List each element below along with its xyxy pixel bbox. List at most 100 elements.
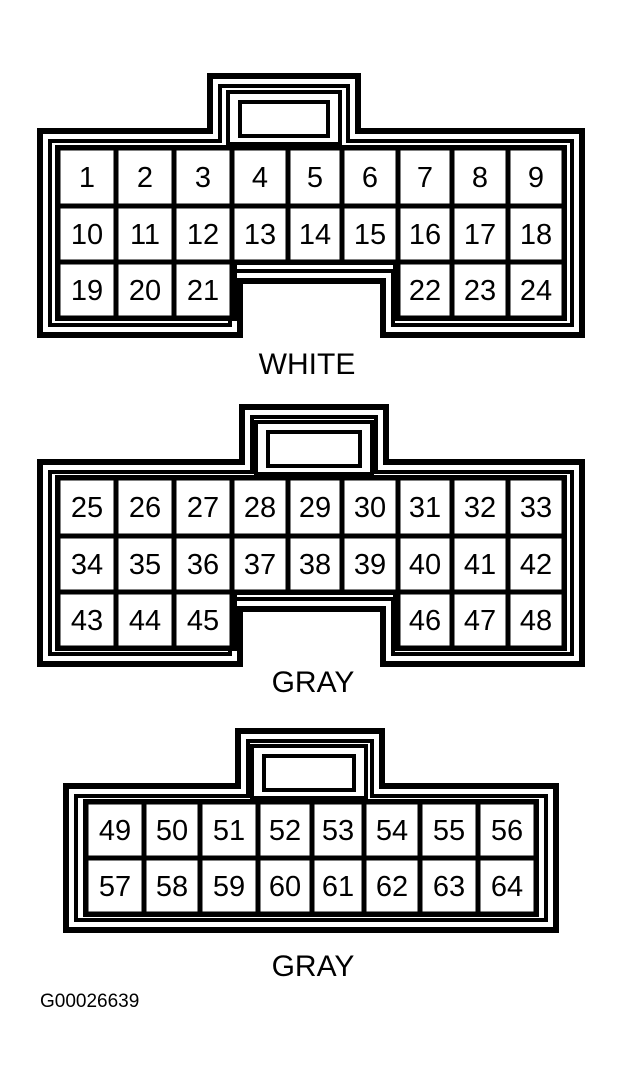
pin-number: 36 — [187, 549, 219, 581]
pin-number: 8 — [472, 162, 488, 194]
pin-number: 59 — [213, 871, 245, 903]
pin-number: 52 — [269, 815, 301, 847]
pin-cell — [113, 259, 177, 321]
pin-number: 15 — [354, 219, 386, 251]
connector-housing — [37, 73, 585, 338]
pin-cell — [113, 145, 177, 209]
pin-cell — [141, 799, 203, 861]
pin-number: 37 — [244, 549, 276, 581]
pin-number: 51 — [213, 815, 245, 847]
pin-number: 32 — [464, 492, 496, 524]
pin-number: 25 — [71, 492, 103, 524]
connector-housing — [63, 728, 559, 933]
pin-number: 54 — [376, 815, 408, 847]
pin-number: 9 — [528, 162, 544, 194]
pin-number: 19 — [71, 275, 103, 307]
connector-color-label: GRAY — [272, 666, 355, 699]
connector-housing — [37, 404, 585, 667]
pin-number: 29 — [299, 492, 331, 524]
pin-number: 1 — [79, 162, 95, 194]
pin-cell — [229, 203, 291, 265]
pin-cell — [505, 145, 567, 209]
pin-cell — [55, 475, 119, 539]
pin-number: 4 — [252, 162, 268, 194]
pin-number: 49 — [99, 815, 131, 847]
pin-number: 14 — [299, 219, 331, 251]
pin-number: 27 — [187, 492, 219, 524]
pin-cell — [55, 533, 119, 595]
pin-cell — [339, 533, 401, 595]
pin-cell — [285, 533, 345, 595]
pin-number: 13 — [244, 219, 276, 251]
pin-cell — [255, 855, 315, 917]
pin-number: 30 — [354, 492, 386, 524]
pin-number: 56 — [491, 815, 523, 847]
pin-number: 44 — [129, 605, 161, 637]
pin-number: 10 — [71, 219, 103, 251]
pin-cell — [171, 589, 235, 651]
connector-color-label: GRAY — [272, 950, 355, 983]
pin-number: 11 — [130, 219, 160, 251]
pin-number: 21 — [187, 275, 219, 307]
pin-number: 62 — [376, 871, 408, 903]
pin-number: 61 — [322, 871, 354, 903]
pin-number: 41 — [464, 549, 496, 581]
pin-cell — [395, 203, 455, 265]
pin-number: 22 — [409, 275, 441, 307]
pin-cell — [505, 589, 567, 651]
pin-number: 2 — [137, 162, 153, 194]
pin-cell — [285, 203, 345, 265]
pin-number: 5 — [307, 162, 323, 194]
pin-cell — [113, 203, 177, 265]
pin-cell — [229, 475, 291, 539]
pin-number: 45 — [187, 605, 219, 637]
pin-cell — [475, 855, 539, 917]
pin-number: 64 — [491, 871, 523, 903]
pin-number: 55 — [433, 815, 465, 847]
latch-tab — [266, 430, 362, 468]
connector-inner-outline — [48, 84, 574, 327]
pin-number: 24 — [520, 275, 552, 307]
pin-number: 46 — [409, 605, 441, 637]
pin-number: 57 — [99, 871, 131, 903]
pin-number: 60 — [269, 871, 301, 903]
figure-code: G00026639 — [40, 991, 139, 1012]
pin-number: 3 — [195, 162, 211, 194]
pin-number: 47 — [464, 605, 496, 637]
pin-cell — [55, 145, 119, 209]
pin-number: 40 — [409, 549, 441, 581]
pin-number: 7 — [417, 162, 433, 194]
latch-tab — [262, 754, 356, 792]
pin-cell — [417, 855, 481, 917]
pin-number: 31 — [409, 492, 441, 524]
pin-number: 6 — [362, 162, 378, 194]
pin-number: 20 — [129, 275, 161, 307]
pin-number: 35 — [129, 549, 161, 581]
pin-number: 16 — [409, 219, 441, 251]
pin-number: 43 — [71, 605, 103, 637]
pin-number: 53 — [322, 815, 354, 847]
pin-number: 63 — [433, 871, 465, 903]
pin-number: 58 — [156, 871, 188, 903]
pin-number: 26 — [129, 492, 161, 524]
connector-inner-outline — [48, 415, 574, 656]
pin-number: 28 — [244, 492, 276, 524]
pin-number: 42 — [520, 549, 552, 581]
pin-number: 12 — [187, 219, 219, 251]
pin-cell — [309, 855, 367, 917]
latch-tab — [238, 100, 330, 138]
pin-number: 23 — [464, 275, 496, 307]
connector-color-label: WHITE — [259, 348, 356, 381]
pin-cell — [505, 259, 567, 321]
pin-cell — [505, 203, 567, 265]
pin-cell — [255, 799, 315, 861]
pin-cell — [339, 203, 401, 265]
pin-number: 17 — [464, 219, 496, 251]
pin-cell — [55, 589, 119, 651]
pin-cell — [395, 259, 455, 321]
pin-cell — [395, 533, 455, 595]
